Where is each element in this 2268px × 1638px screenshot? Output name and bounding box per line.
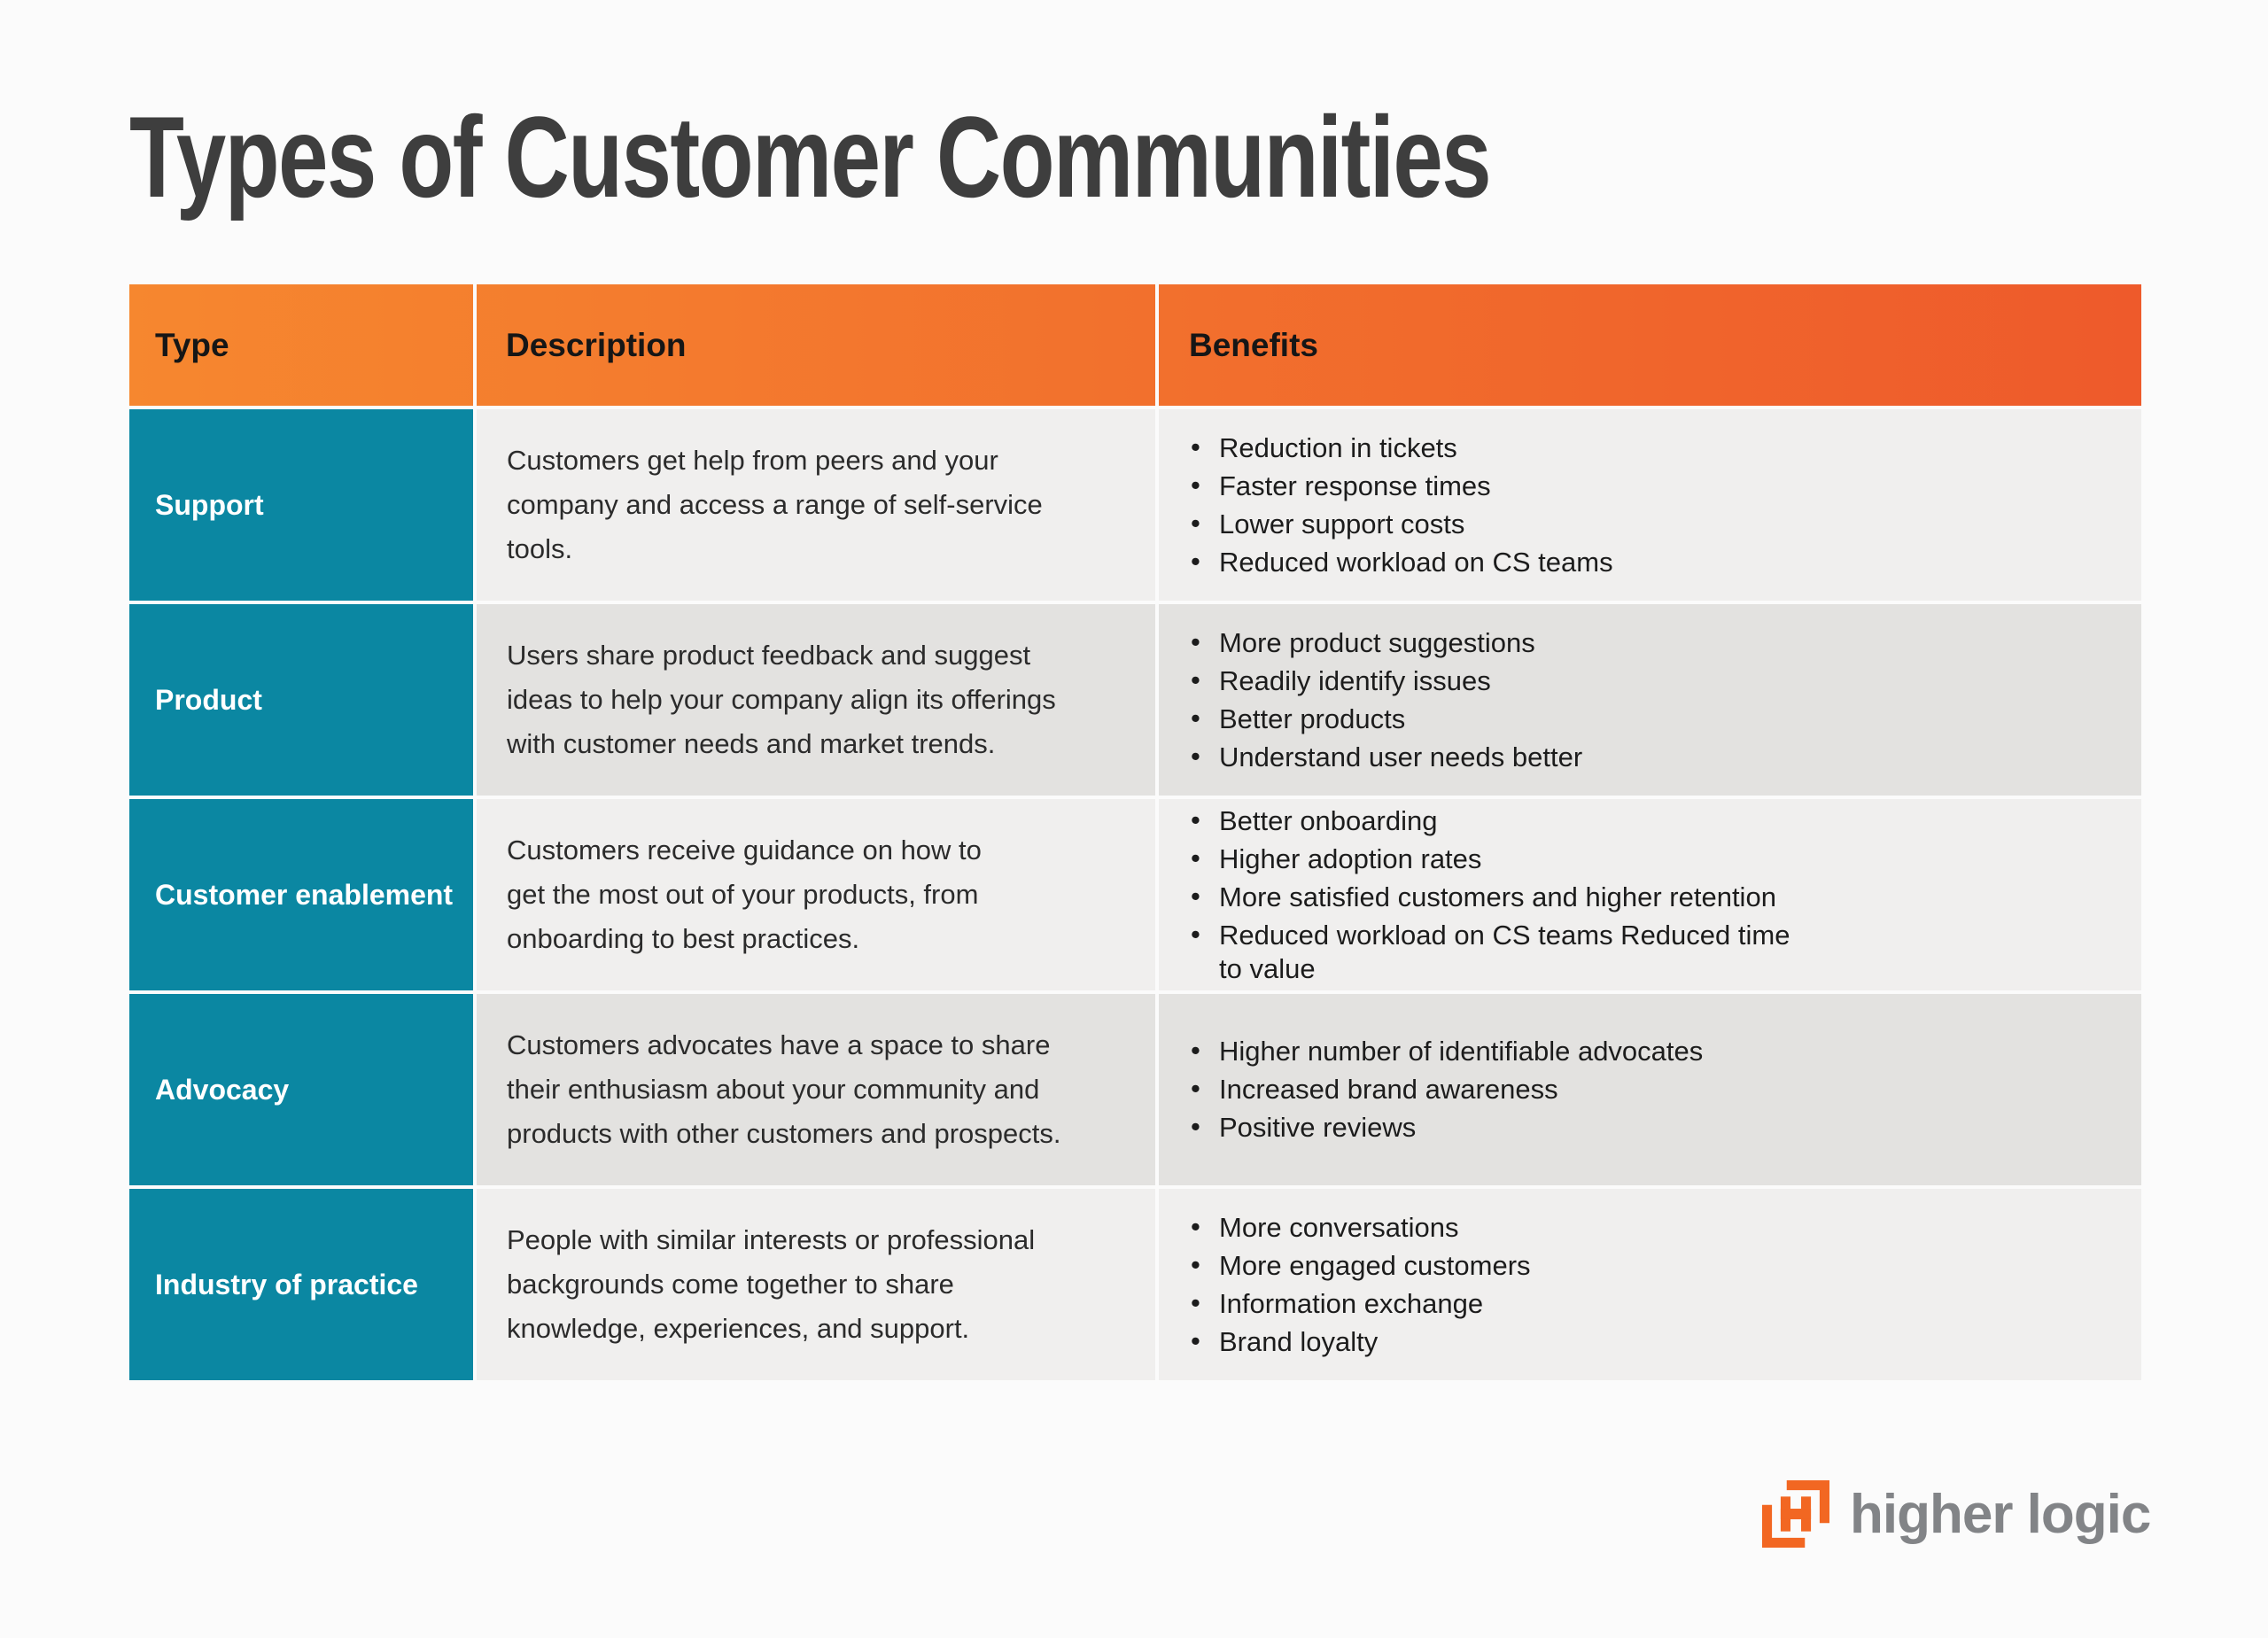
logo-text: higher logic	[1850, 1483, 2151, 1545]
table-row: Customer enablement Customers receive gu…	[129, 799, 2141, 990]
header-cell-benefits: Benefits	[1159, 284, 2141, 406]
type-cell: Support	[129, 409, 473, 601]
type-cell: Customer enablement	[129, 799, 473, 990]
benefit-item: Brand loyalty	[1189, 1324, 1892, 1359]
benefit-item: More satisfied customers and higher rete…	[1189, 880, 1892, 914]
description-cell: Customers get help from peers and your c…	[477, 409, 1155, 601]
benefit-item: Faster response times	[1189, 469, 1892, 503]
table-row: Industry of practice People with similar…	[129, 1189, 2141, 1380]
benefits-list: Reduction in tickets Faster response tim…	[1189, 427, 2106, 584]
benefit-item: Higher adoption rates	[1189, 842, 1892, 876]
benefits-list: More product suggestions Readily identif…	[1189, 622, 2106, 779]
header-cell-type: Type	[129, 284, 473, 406]
table-row: Support Customers get help from peers an…	[129, 409, 2141, 601]
benefits-cell: More conversations More engaged customer…	[1159, 1189, 2141, 1380]
table-row: Advocacy Customers advocates have a spac…	[129, 994, 2141, 1185]
benefit-item: Readily identify issues	[1189, 664, 1892, 698]
benefits-list: Better onboarding Higher adoption rates …	[1189, 800, 2106, 990]
benefit-item: Information exchange	[1189, 1286, 1892, 1321]
table-row: Product Users share product feedback and…	[129, 604, 2141, 796]
benefit-item: Reduction in tickets	[1189, 431, 1892, 465]
description-cell: People with similar interests or profess…	[477, 1189, 1155, 1380]
description-text: People with similar interests or profess…	[507, 1224, 1036, 1344]
description-text: Customers receive guidance on how to get…	[507, 835, 982, 954]
benefit-item: More engaged customers	[1189, 1248, 1892, 1283]
benefit-item: Reduced workload on CS teams Reduced tim…	[1189, 918, 1892, 986]
type-cell: Product	[129, 604, 473, 796]
benefit-item: Reduced workload on CS teams	[1189, 545, 1892, 579]
description-text: Customers get help from peers and your c…	[507, 445, 1043, 564]
page-title: Types of Customer Communities	[129, 92, 1492, 221]
higher-logic-logo: higher logic	[1759, 1478, 2151, 1550]
description-text: Users share product feedback and suggest…	[507, 640, 1056, 759]
benefit-item: Better onboarding	[1189, 803, 1892, 838]
type-cell: Advocacy	[129, 994, 473, 1185]
benefit-item: Increased brand awareness	[1189, 1072, 1892, 1106]
benefits-cell: Reduction in tickets Faster response tim…	[1159, 409, 2141, 601]
benefits-cell: Higher number of identifiable advocates …	[1159, 994, 2141, 1185]
benefits-list: More conversations More engaged customer…	[1189, 1207, 2106, 1363]
benefit-item: Positive reviews	[1189, 1110, 1892, 1145]
benefit-item: Better products	[1189, 702, 1892, 736]
benefit-item: Lower support costs	[1189, 507, 1892, 541]
description-cell: Users share product feedback and suggest…	[477, 604, 1155, 796]
description-cell: Customers receive guidance on how to get…	[477, 799, 1155, 990]
type-cell: Industry of practice	[129, 1189, 473, 1380]
benefit-item: Understand user needs better	[1189, 740, 1892, 774]
header-cell-description: Description	[477, 284, 1155, 406]
customer-communities-table: Type Description Benefits Support Custom…	[129, 284, 2141, 1384]
benefit-item: Higher number of identifiable advocates	[1189, 1034, 1892, 1068]
benefits-cell: Better onboarding Higher adoption rates …	[1159, 799, 2141, 990]
description-cell: Customers advocates have a space to shar…	[477, 994, 1155, 1185]
benefit-item: More conversations	[1189, 1210, 1892, 1245]
table-header-row: Type Description Benefits	[129, 284, 2141, 406]
benefits-list: Higher number of identifiable advocates …	[1189, 1030, 2106, 1149]
benefit-item: More product suggestions	[1189, 625, 1892, 660]
higher-logic-logo-icon	[1761, 1479, 1830, 1549]
benefits-cell: More product suggestions Readily identif…	[1159, 604, 2141, 796]
description-text: Customers advocates have a space to shar…	[507, 1029, 1061, 1149]
